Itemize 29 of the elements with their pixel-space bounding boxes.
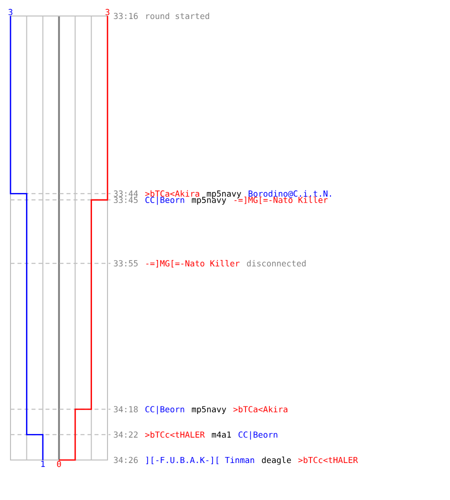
status-text: round started bbox=[146, 12, 210, 20]
count-label: 3 bbox=[8, 8, 12, 16]
weapon-name: deagle bbox=[262, 456, 291, 465]
player-name: CC|Beorn bbox=[145, 406, 184, 414]
time-label: 34:26 bbox=[114, 456, 138, 464]
player-name: ][-F.U.B.A.K-][ Tinman bbox=[146, 456, 254, 464]
player-name: CC|Beorn bbox=[145, 196, 184, 205]
player-name: -=]MG[=-Nato Killer bbox=[234, 196, 328, 204]
player-name: Borodino@C.i.t.N. bbox=[248, 190, 331, 198]
player-name: >bTCa<Akira bbox=[145, 190, 200, 197]
weapon-name: mp5navy bbox=[192, 406, 226, 414]
player-name: >bTCc<tHALER bbox=[145, 431, 205, 438]
time-label: 33:55 bbox=[114, 260, 138, 266]
status-text: disconnected bbox=[246, 260, 306, 266]
count-label: 1 bbox=[41, 460, 45, 467]
time-label: 33:44 bbox=[114, 190, 138, 197]
player-name: CC|Beorn bbox=[238, 431, 278, 440]
count-label: 0 bbox=[57, 460, 61, 468]
time-label: 34:18 bbox=[114, 406, 138, 412]
weapon-name: m4a1 bbox=[212, 432, 231, 438]
count-label: 3 bbox=[106, 8, 110, 16]
player-name: >bTCa<Akira bbox=[233, 406, 288, 412]
time-label: 34:22 bbox=[114, 431, 138, 438]
player-name: -=]MG[=-Nato Killer bbox=[146, 260, 240, 268]
time-label: 33:45 bbox=[114, 196, 138, 204]
weapon-name: mp5navy bbox=[192, 196, 226, 205]
time-label: 33:16 bbox=[114, 12, 138, 20]
weapon-name: mp5navy bbox=[206, 190, 242, 198]
player-name: >bTCc<tHALER bbox=[298, 456, 358, 464]
